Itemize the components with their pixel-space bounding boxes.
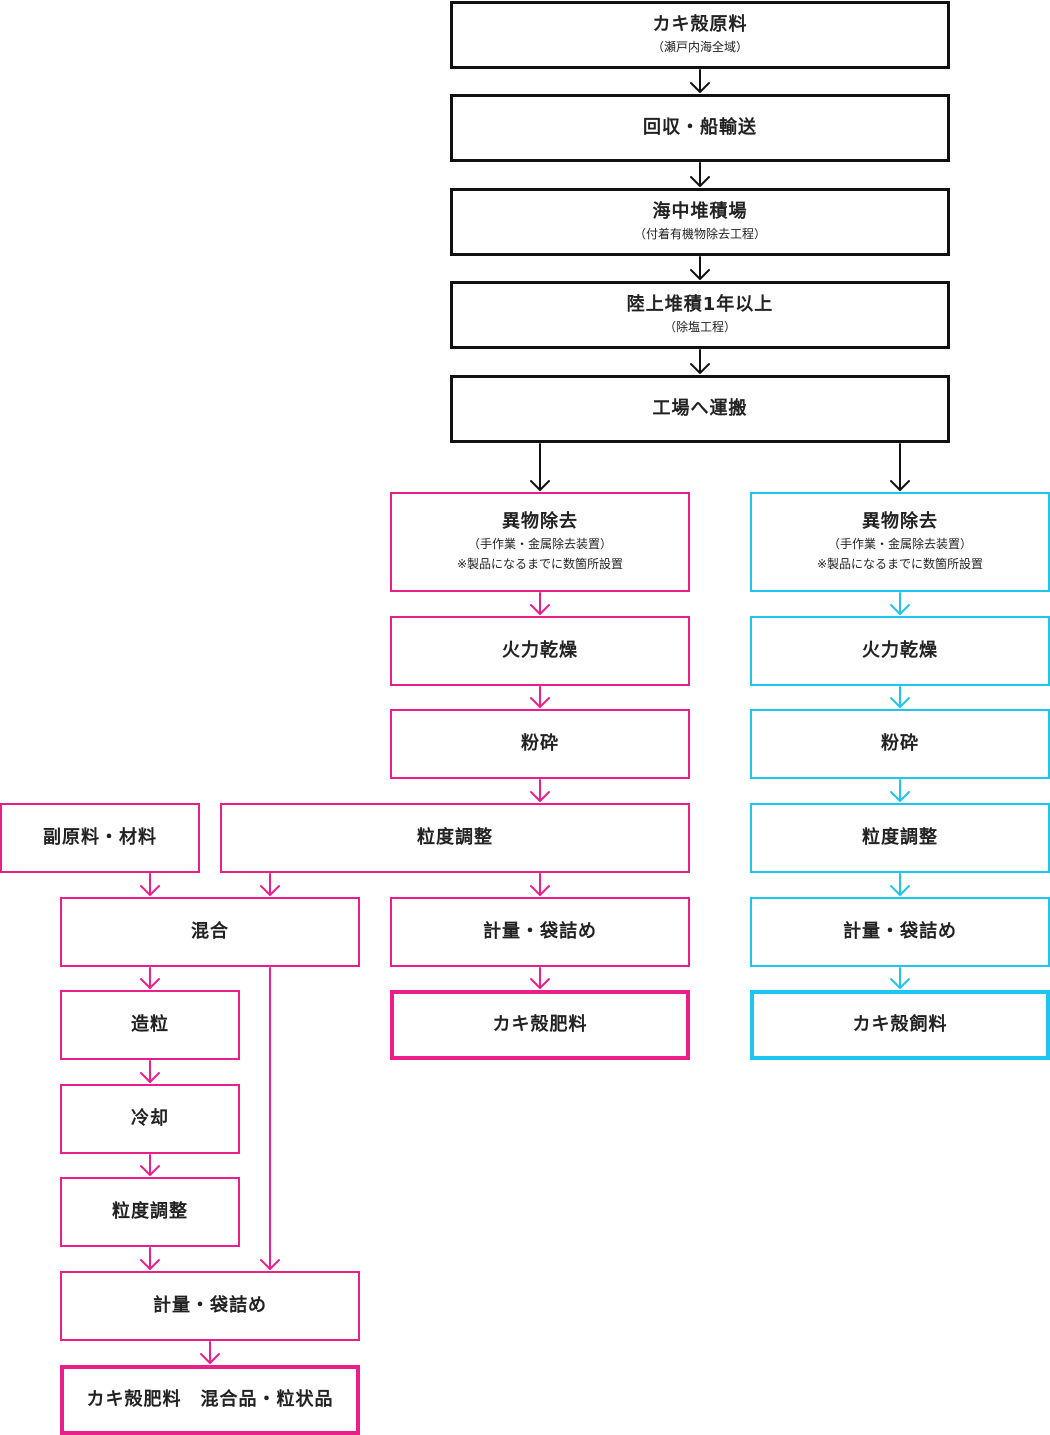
- fertilizer-grading-box: 粒度調整: [220, 803, 690, 873]
- feed-foreign-removal-sub2: ※製品になるまでに数箇所設置: [816, 557, 984, 571]
- arrow-cooling-to-grading: [140, 1154, 160, 1176]
- arrow-transport-to-fertilizer: [530, 443, 550, 491]
- fertilizer-crushing-box: 粉砕: [390, 709, 690, 779]
- granulation-box: 造粒: [60, 990, 240, 1060]
- arrow-mixing-to-granulation: [140, 967, 160, 989]
- arrow-b-packing-to-product: [890, 967, 910, 989]
- fertilizer-product-box: カキ殻肥料: [390, 990, 690, 1060]
- transport-box: 工場へ運搬: [450, 375, 950, 443]
- land-storage-box: 陸上堆積1年以上 （除塩工程）: [450, 281, 950, 349]
- fertilizer-crushing-title: 粉砕: [521, 733, 559, 754]
- fertilizer-foreign-removal-sub2: ※製品になるまでに数箇所設置: [456, 557, 624, 571]
- granulation-title: 造粒: [131, 1014, 169, 1035]
- arrow-b-crushing-to-grading: [890, 779, 910, 802]
- mixed-grading-box: 粒度調整: [60, 1177, 240, 1247]
- arrow-mgrading-to-packing: [140, 1247, 160, 1270]
- sea-storage-title: 海中堆積場: [652, 201, 748, 222]
- sub-material-title: 副原料・材料: [43, 827, 157, 848]
- mixing-title: 混合: [191, 921, 229, 942]
- feed-foreign-removal-title: 異物除去: [862, 511, 938, 532]
- arrow-submaterial-to-mixing: [140, 873, 160, 896]
- transport-title: 工場へ運搬: [652, 398, 748, 419]
- sea-storage-sub: （付着有機物除去工程）: [633, 227, 766, 241]
- arrow-b-grading-to-packing: [890, 873, 910, 896]
- arrow-collection-to-sea: [690, 162, 710, 187]
- feed-crushing-box: 粉砕: [750, 709, 1050, 779]
- land-storage-sub: （除塩工程）: [663, 320, 736, 334]
- sub-material-box: 副原料・材料: [0, 803, 200, 873]
- mixed-grading-title: 粒度調整: [112, 1201, 188, 1222]
- arrow-f-drying-to-crushing: [530, 686, 550, 708]
- cooling-box: 冷却: [60, 1084, 240, 1154]
- arrow-sea-to-land: [690, 256, 710, 280]
- mixed-product-title: カキ殻肥料 混合品・粒状品: [86, 1389, 334, 1410]
- arrow-land-to-transport: [690, 349, 710, 374]
- fertilizer-drying-title: 火力乾燥: [502, 640, 578, 661]
- mixed-product-box: カキ殻肥料 混合品・粒状品: [60, 1365, 360, 1435]
- feed-foreign-removal-box: 異物除去 （手作業・金属除去装置） ※製品になるまでに数箇所設置: [750, 492, 1050, 592]
- arrow-f-packing-to-product: [530, 967, 550, 989]
- fertilizer-packing-box: 計量・袋詰め: [390, 897, 690, 967]
- cooling-title: 冷却: [131, 1108, 169, 1129]
- feed-product-box: カキ殻飼料: [750, 990, 1050, 1060]
- mixed-packing-box: 計量・袋詰め: [60, 1271, 360, 1341]
- land-storage-title: 陸上堆積1年以上: [626, 294, 774, 315]
- arrow-grading-to-mixing: [260, 873, 280, 896]
- feed-packing-title: 計量・袋詰め: [843, 921, 957, 942]
- fertilizer-drying-box: 火力乾燥: [390, 616, 690, 686]
- arrow-f-grading-to-packing: [530, 873, 550, 896]
- feed-crushing-title: 粉砕: [881, 733, 919, 754]
- fertilizer-foreign-removal-box: 異物除去 （手作業・金属除去装置） ※製品になるまでに数箇所設置: [390, 492, 690, 592]
- feed-product-title: カキ殻飼料: [852, 1014, 948, 1035]
- fertilizer-packing-title: 計量・袋詰め: [483, 921, 597, 942]
- arrow-f-crushing-to-grading: [530, 779, 550, 802]
- fertilizer-foreign-removal-sub1: （手作業・金属除去装置）: [467, 537, 612, 551]
- fertilizer-product-title: カキ殻肥料: [492, 1014, 588, 1035]
- arrow-b-drying-to-crushing: [890, 686, 910, 708]
- feed-grading-box: 粒度調整: [750, 803, 1050, 873]
- arrow-granulation-to-cooling: [140, 1060, 160, 1083]
- mixing-box: 混合: [60, 897, 360, 967]
- feed-foreign-removal-sub1: （手作業・金属除去装置）: [827, 537, 972, 551]
- raw-material-box: カキ殻原料 （瀬戸内海全域）: [450, 1, 950, 69]
- collection-title: 回収・船輸送: [643, 117, 757, 138]
- feed-packing-box: 計量・袋詰め: [750, 897, 1050, 967]
- collection-box: 回収・船輸送: [450, 94, 950, 162]
- feed-grading-title: 粒度調整: [862, 827, 938, 848]
- mixed-packing-title: 計量・袋詰め: [153, 1295, 267, 1316]
- arrow-raw-to-collection: [690, 69, 710, 93]
- fertilizer-grading-title: 粒度調整: [417, 827, 493, 848]
- arrow-mixing-bypass-to-packing: [260, 967, 280, 1270]
- raw-material-sub: （瀬戸内海全域）: [651, 40, 748, 54]
- arrow-transport-to-feed: [890, 443, 910, 491]
- raw-material-title: カキ殻原料: [652, 14, 748, 35]
- arrow-mpacking-to-product: [200, 1341, 220, 1364]
- arrow-f-removal-to-drying: [530, 592, 550, 615]
- fertilizer-foreign-removal-title: 異物除去: [502, 511, 578, 532]
- arrow-b-removal-to-drying: [890, 592, 910, 615]
- feed-drying-title: 火力乾燥: [862, 640, 938, 661]
- sea-storage-box: 海中堆積場 （付着有機物除去工程）: [450, 188, 950, 256]
- feed-drying-box: 火力乾燥: [750, 616, 1050, 686]
